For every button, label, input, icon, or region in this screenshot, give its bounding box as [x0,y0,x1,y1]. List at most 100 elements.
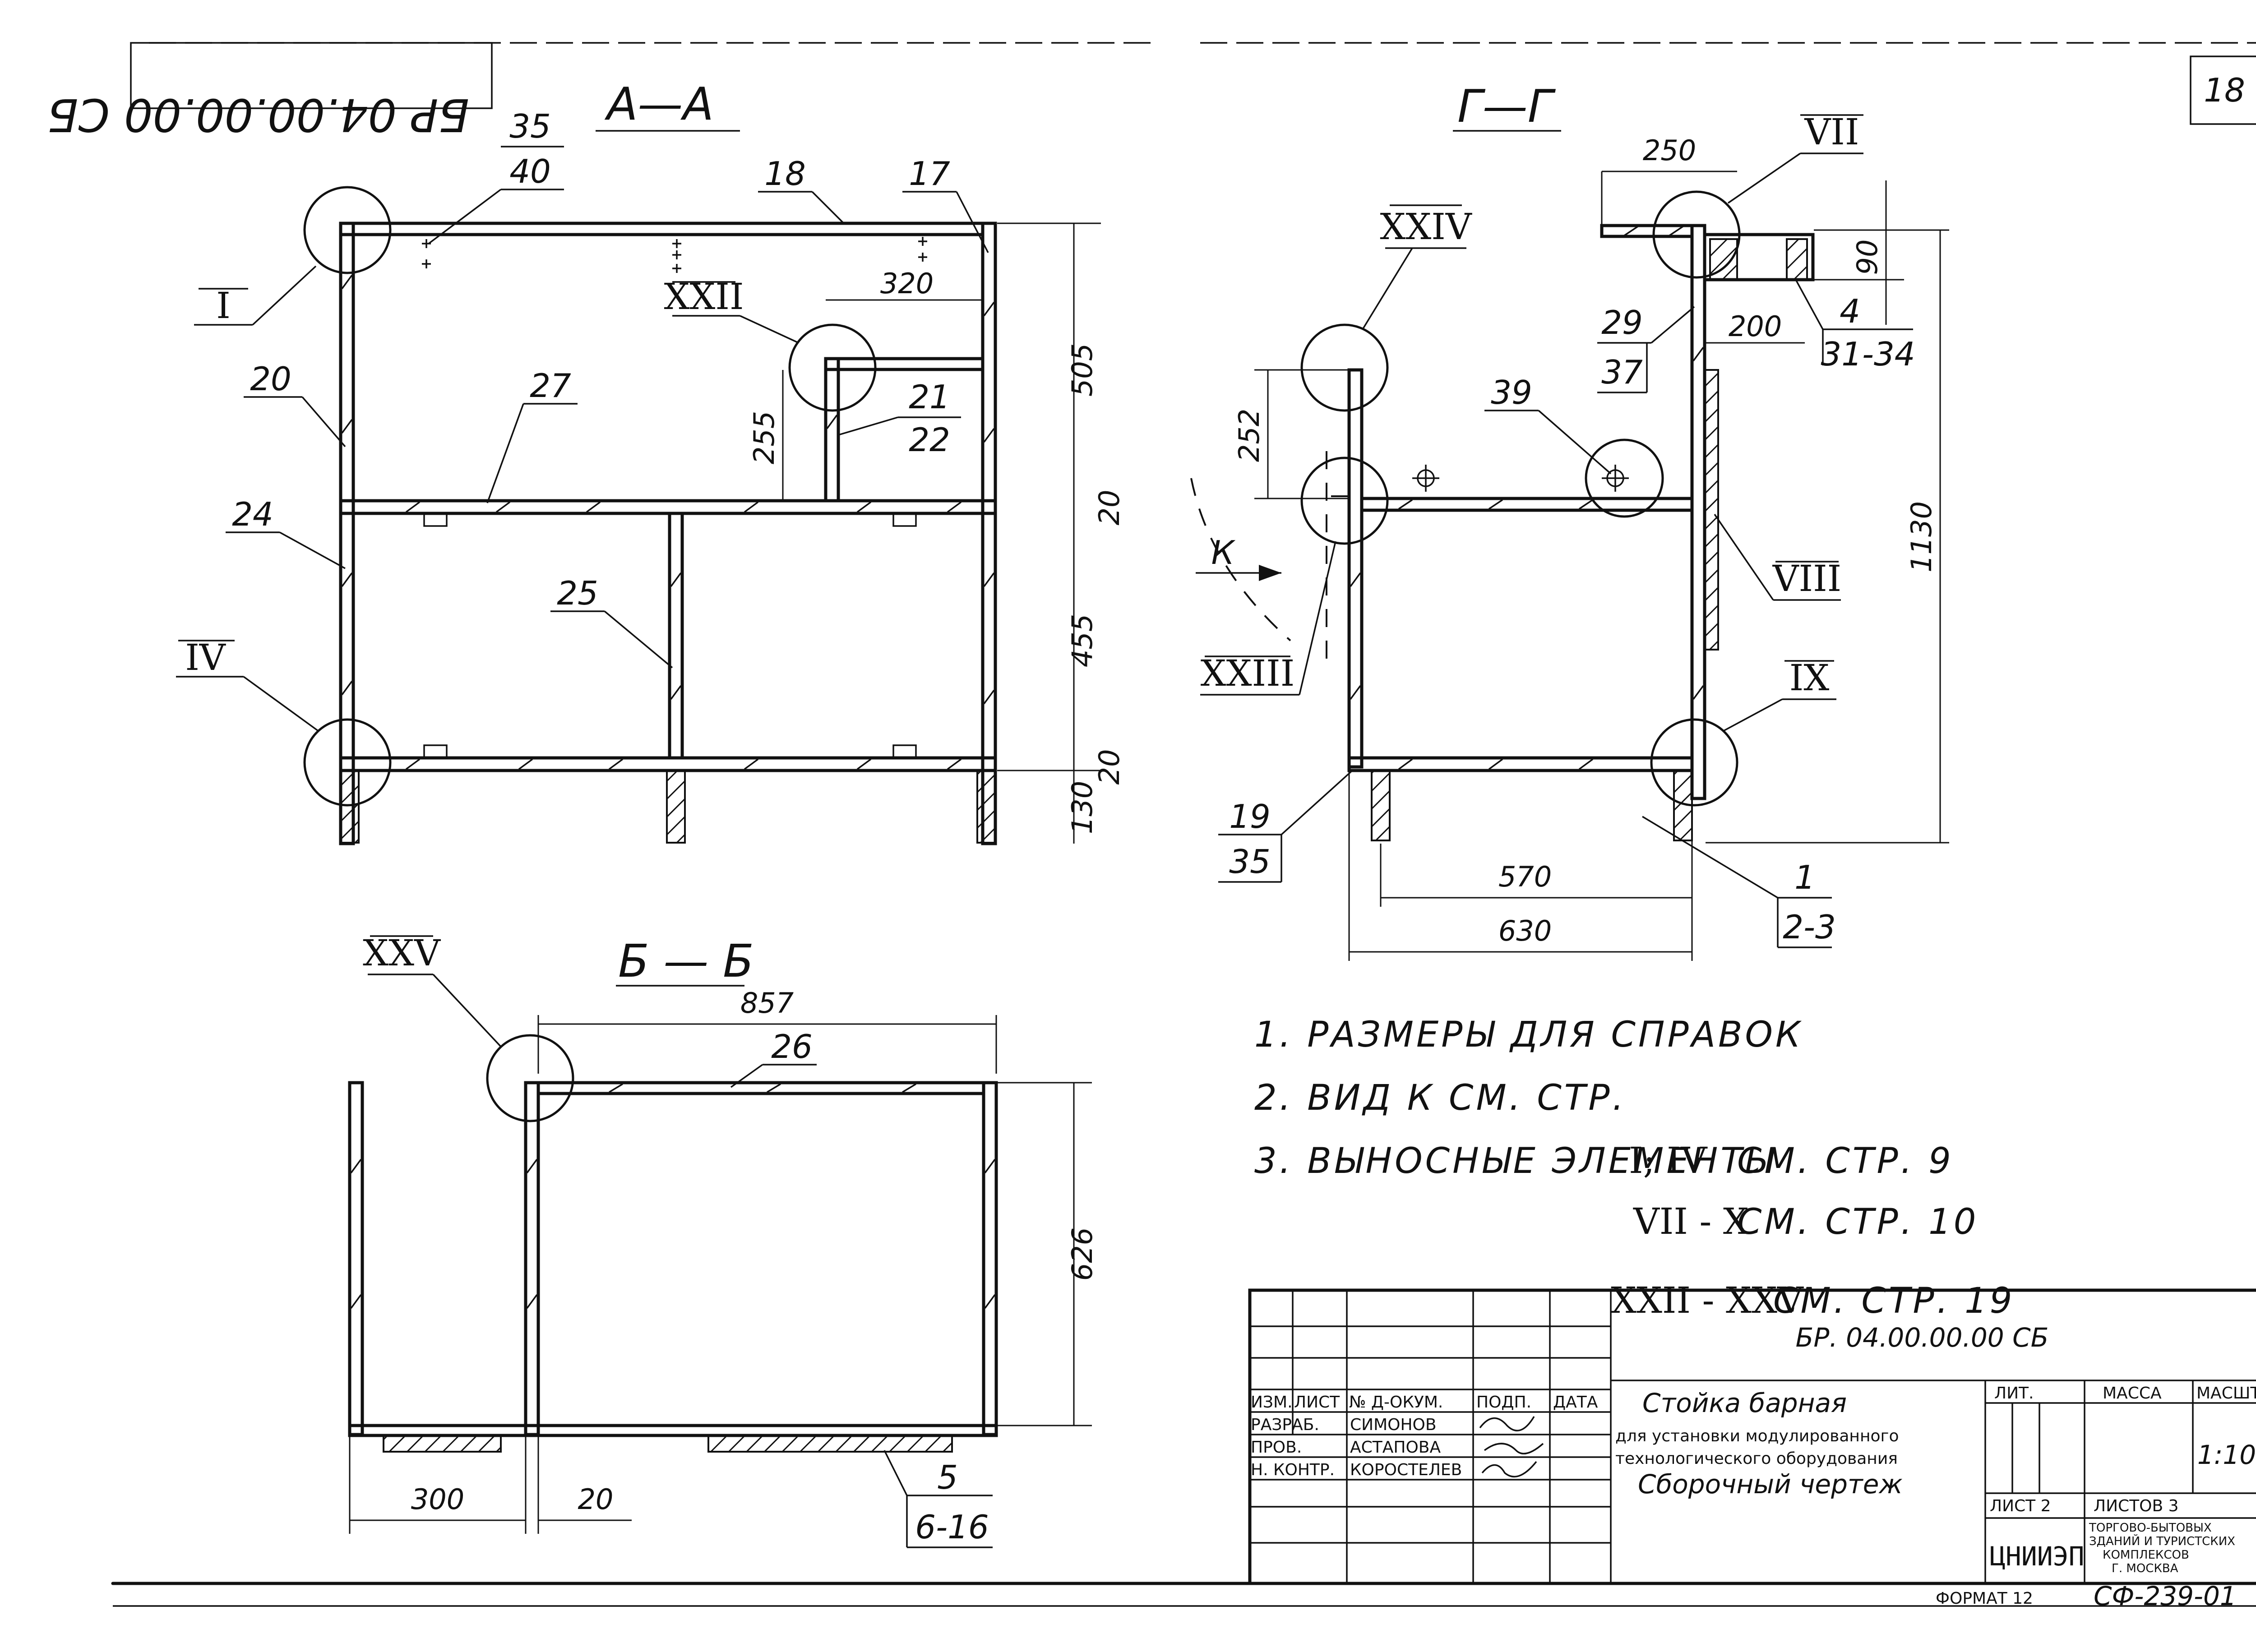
callout-XXV: XXV [363,932,441,974]
name-razrab: СИМОНОВ [1350,1416,1437,1434]
dim-505: 505 [1066,343,1099,397]
name-line4: Сборочный чертеж [1638,1469,1903,1500]
dim-1130: 1130 [1905,501,1938,572]
dim-252: 252 [1233,409,1266,462]
callout-circle-VIII [1585,438,1664,518]
note-3-refs: I; IV [1629,1140,1708,1181]
col-ndok: № Д-ОКУМ. [1349,1393,1443,1412]
label-35-gg: 35 [1229,843,1271,881]
name-prov: АСТАПОВА [1350,1438,1441,1457]
dim-20-lower: 20 [1093,749,1126,785]
note-1: 1. РАЗМЕРЫ ДЛЯ СПРАВОК [1254,1015,1803,1055]
dim-90: 90 [1851,240,1884,275]
label-17: 17 [909,155,950,193]
callout-XXIV: XXIV [1380,206,1472,248]
dim-255: 255 [748,411,781,464]
section-aa-title: А—А [604,78,714,130]
col-podp: ПОДП. [1476,1393,1531,1412]
label-29: 29 [1601,304,1643,341]
callout-IV: IV [185,637,226,678]
notes: 1. РАЗМЕРЫ ДЛЯ СПРАВОК 2. ВИД К СМ. СТР.… [1254,1015,2015,1321]
org-line4: Г. МОСКВА [2112,1562,2178,1575]
callout-circle-XXV [486,1034,574,1122]
callout-IX: IX [1789,657,1830,699]
signatures [1479,1416,1544,1477]
col-data: ДАТА [1553,1393,1598,1412]
dim-200: 200 [1729,310,1782,343]
lit-header: ЛИТ. [1994,1384,2034,1403]
note-3-page: СМ. СТР. 9 [1737,1141,1954,1181]
page-number: 18 [2204,71,2245,109]
label-27: 27 [530,367,571,405]
note-4-page: СМ. СТР. 10 [1737,1202,1979,1242]
label-view-K: К [1211,534,1235,572]
callout-circle-IX [1650,718,1738,807]
org-line1: ТОРГОВО-БЫТОВЫХ [2089,1521,2212,1535]
dim-20-upper: 20 [1093,490,1126,526]
label-5: 5 [937,1458,958,1496]
label-1: 1 [1794,858,1815,896]
dim-626: 626 [1066,1227,1099,1281]
callout-VIII: VIII [1772,558,1842,600]
name-line1: Стойка барная [1642,1388,1847,1418]
note-4-refs: VII - X [1633,1200,1749,1242]
dim-250: 250 [1643,134,1696,167]
row-nkontr: Н. КОНТР. [1251,1461,1335,1479]
row-razrab: РАЗРАБ. [1251,1416,1319,1434]
dim-130: 130 [1066,781,1099,834]
doc-number: БР. 04.00.00.00 СБ [1796,1322,2049,1353]
note-5-page: СМ. СТР. 19 [1773,1281,2015,1321]
dim-630: 630 [1498,914,1552,947]
section-bb: Б — Б XXV 26 5 6-16 [348,932,1099,1548]
sheet-frame [111,42,2256,1607]
name-line3: технологического оборудования [1615,1449,1898,1468]
org-line3: КОМПЛЕКСОВ [2103,1548,2189,1562]
label-4: 4 [1840,292,1860,330]
sheets-total: ЛИСТОВ 3 [2094,1497,2179,1515]
name-line2: для установки модулированного [1615,1427,1899,1445]
section-gg: Г—Г К [1190,80,1949,961]
label-22: 22 [909,421,950,459]
scale-value: 1:10 [2197,1440,2256,1470]
section-gg-title: Г—Г [1457,80,1556,133]
label-35-aa: 35 [509,107,551,145]
callout-circle-I [303,186,392,274]
rotated-number-box: БР 04.00.00.00 СБ [47,42,493,141]
dim-320: 320 [880,267,934,300]
callout-circle-XXIII [1300,457,1389,545]
label-19: 19 [1229,798,1271,835]
callout-circle-IV [303,718,392,807]
label-24: 24 [232,495,273,533]
label-31-34: 31-34 [1821,335,1915,373]
label-25: 25 [557,574,598,612]
page-number-box: 18 [2190,55,2256,125]
org-logo: ЦНИИЭП [1990,1541,2085,1572]
format-label: ФОРМАТ 12 [1936,1589,2033,1608]
dim-857: 857 [740,987,794,1020]
label-2-3: 2-3 [1783,908,1836,946]
callout-I: I [216,285,231,327]
dim-455: 455 [1066,614,1099,667]
name-nkontr: КОРОСТЕЛЕВ [1350,1461,1462,1479]
section-aa: А—А [176,78,1126,845]
callout-circle-VII [1652,190,1741,279]
callout-circle-XXIV [1300,323,1389,412]
rotated-drawing-number: БР 04.00.00.00 СБ [47,88,469,141]
massa-header: МАССА [2103,1384,2162,1403]
col-izm: ИЗМ. [1251,1393,1293,1412]
dim-300: 300 [411,1483,464,1516]
col-list: ЛИСТ [1294,1393,1340,1412]
org-line2: ЗДАНИЙ И ТУРИСТСКИХ [2089,1534,2235,1548]
note-5-refs: XXII - XXV [1611,1279,1804,1321]
section-bb-title: Б — Б [618,935,754,988]
title-block: БР. 04.00.00.00 СБ ИЗМ. ЛИСТ № Д-ОКУМ. П… [1248,1288,2256,1585]
label-21: 21 [909,378,950,416]
callout-circle-XXII [788,323,877,412]
screw-marks [422,237,927,273]
label-40-aa: 40 [509,152,551,190]
callout-VII: VII [1804,111,1859,153]
callout-XXIII: XXIII [1201,652,1295,694]
label-39: 39 [1491,374,1532,411]
dim-570: 570 [1498,860,1552,893]
